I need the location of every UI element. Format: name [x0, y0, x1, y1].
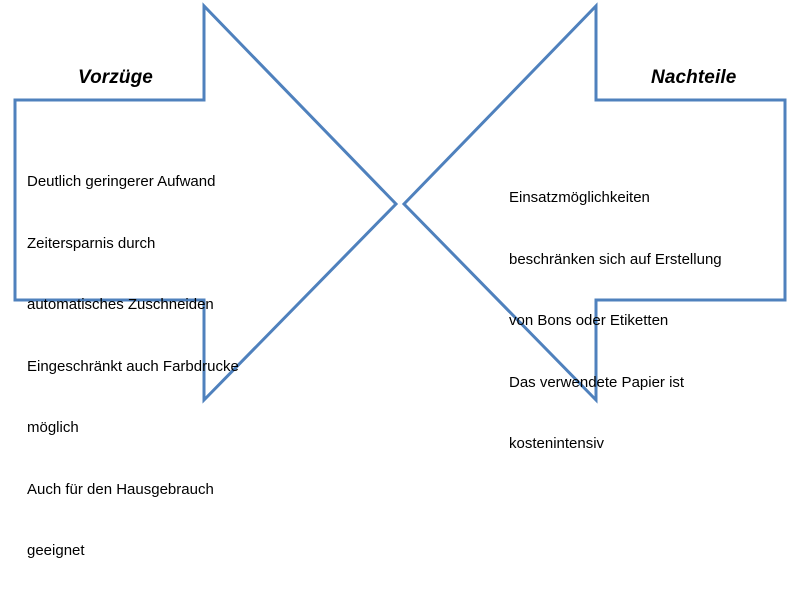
body-line: kostenintensiv	[509, 435, 605, 452]
body-line: von Bons oder Etiketten	[509, 312, 669, 329]
panel-body-vorzuege: Deutlich geringerer Aufwand Zeitersparni…	[27, 131, 289, 603]
body-line: Deutlich geringerer Aufwand	[27, 173, 216, 190]
left-arrow-shape[interactable]	[13, 2, 399, 404]
body-line: automatisches Zuschneiden	[27, 296, 214, 313]
body-line: möglich	[27, 419, 79, 436]
body-line: Zeitersparnis durch	[27, 234, 156, 252]
arrow-layer	[13, 2, 787, 404]
body-line: Das verwendete Papier ist	[509, 373, 685, 391]
panel-title-vorzuege: Vorzüge	[78, 67, 153, 88]
diagram-canvas: Vorzüge Deutlich geringerer Aufwand Zeit…	[13, 2, 787, 559]
body-line: beschränken sich auf Erstellung	[509, 250, 722, 268]
body-line: Eingeschränkt auch Farbdrucke	[27, 357, 239, 375]
body-line: Einsatzmöglichkeiten	[509, 189, 650, 206]
body-line: geeignet	[27, 542, 85, 559]
panel-title-nachteile: Nachteile	[651, 67, 737, 88]
body-line: Auch für den Hausgebrauch	[27, 480, 214, 498]
panel-body-nachteile: Einsatzmöglichkeiten beschränken sich au…	[509, 147, 779, 496]
right-arrow-shape[interactable]	[401, 2, 787, 404]
